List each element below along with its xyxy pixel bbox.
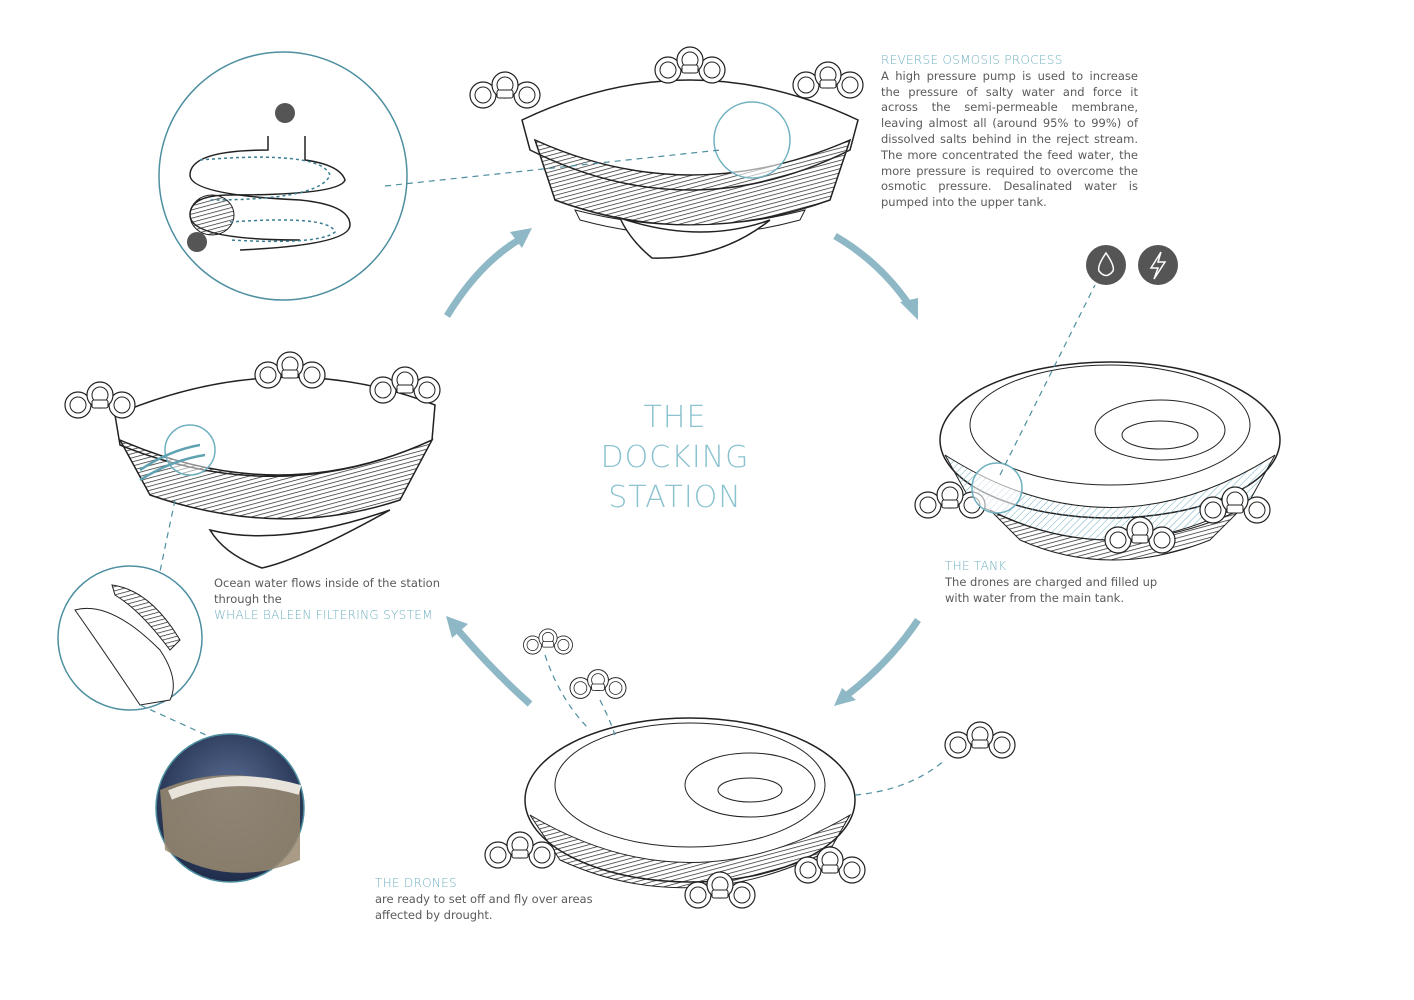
tank-body: The drones are charged and filled up wit… <box>945 574 1158 605</box>
salt-water-drop-icon <box>187 232 207 252</box>
reverse-osmosis-caption: REVERSE OSMOSIS PROCESS A high pressure … <box>881 53 1138 211</box>
intake-caption: Ocean water flows inside of the station … <box>214 576 440 623</box>
intake-body: Ocean water flows inside of the station … <box>214 576 440 606</box>
station-bottom-illustration <box>484 628 1016 909</box>
drones-body: are ready to set off and fly over areas … <box>375 891 593 922</box>
title-line: THE <box>643 400 707 435</box>
baleen-photo <box>155 733 305 883</box>
reverse-osmosis-heading: REVERSE OSMOSIS PROCESS <box>881 53 1063 67</box>
page-title: THE DOCKING STATION <box>570 398 780 518</box>
tank-caption: THE TANK The drones are charged and fill… <box>945 559 1185 606</box>
whale-baleen-heading: WHALE BALEEN FILTERING SYSTEM <box>214 607 433 622</box>
cycle-arrows <box>444 228 921 707</box>
lightning-icon <box>1138 245 1178 285</box>
title-line: STATION <box>608 480 742 515</box>
station-right-illustration <box>914 284 1281 561</box>
membrane-inset <box>158 51 721 301</box>
reverse-osmosis-body: A high pressure pump is used to increase… <box>881 68 1138 210</box>
title-line: DOCKING <box>600 440 750 475</box>
tank-heading: THE TANK <box>945 559 1007 573</box>
water-drop-icon <box>1086 245 1126 285</box>
fresh-water-drop-icon <box>275 103 295 123</box>
drones-heading: THE DRONES <box>375 876 457 890</box>
drones-caption: THE DRONES are ready to set off and fly … <box>375 876 595 923</box>
station-top-illustration <box>469 46 864 259</box>
whale-baleen-inset <box>57 565 229 746</box>
station-left-illustration <box>64 351 441 691</box>
